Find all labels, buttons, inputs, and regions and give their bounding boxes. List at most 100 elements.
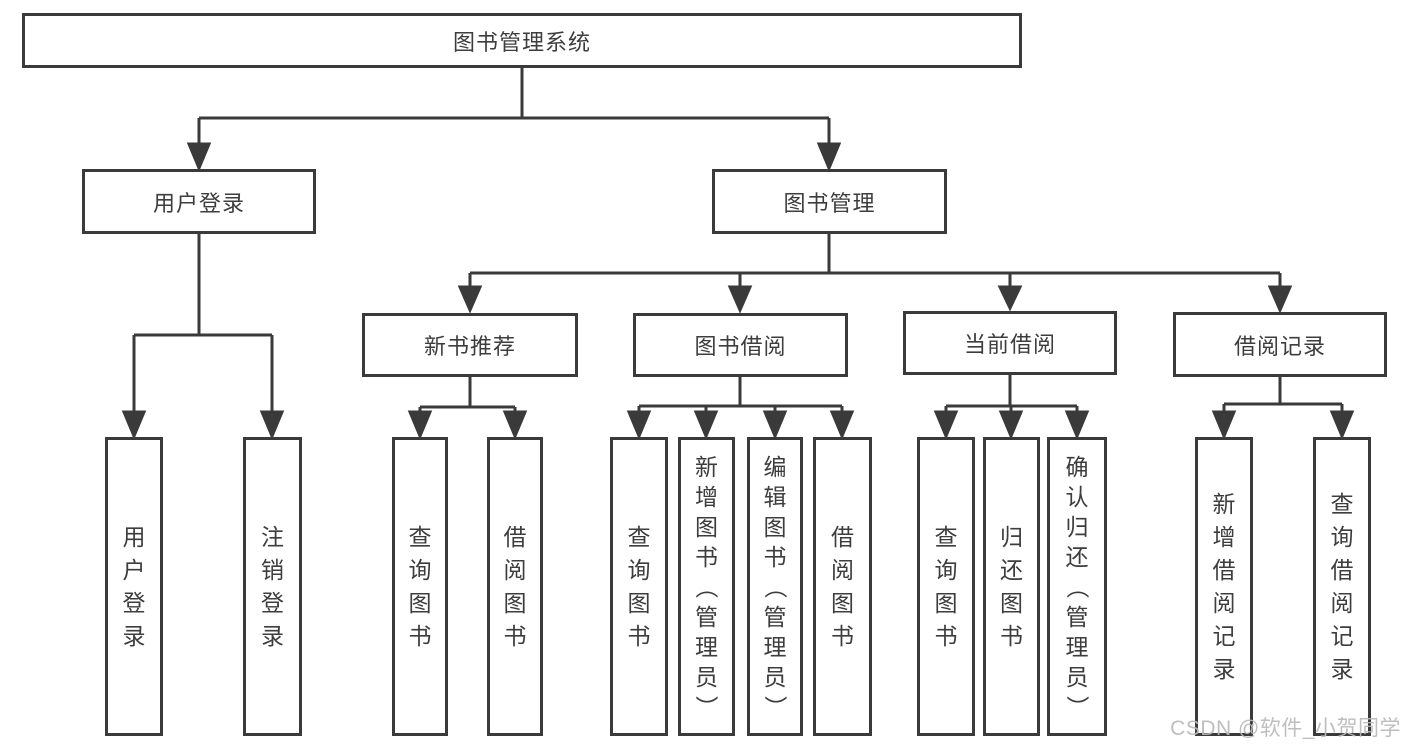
vertical-char: 查 bbox=[408, 523, 432, 550]
csdn-watermark: CSDN @软件_小贺同学 bbox=[1170, 717, 1401, 740]
node-library-system: 图书管理系统 bbox=[22, 13, 1022, 68]
leaf-confirm-return-admin: 确认归还 （ 管理员 ） bbox=[1047, 437, 1107, 736]
vertical-char: 书 bbox=[831, 622, 854, 649]
vertical-char: 借 bbox=[831, 523, 854, 550]
vertical-char: 记 bbox=[1212, 622, 1236, 649]
vertical-char: 书 bbox=[695, 543, 718, 570]
vertical-char: 归 bbox=[1065, 513, 1089, 540]
node-current-borrowing: 当前借阅 bbox=[903, 311, 1117, 375]
vertical-char: 图 bbox=[627, 589, 651, 616]
leaf-add-borrow-record: 新增借阅记录 bbox=[1195, 437, 1253, 736]
vertical-char: 书 bbox=[627, 622, 651, 649]
vertical-char: 员 bbox=[695, 663, 718, 690]
vertical-char: 图 bbox=[408, 589, 432, 616]
vertical-char: 辑 bbox=[763, 483, 787, 510]
node-label: 借阅记录 bbox=[1233, 333, 1326, 359]
vertical-char: 录 bbox=[261, 622, 284, 649]
vertical-char: 询 bbox=[408, 556, 432, 583]
vertical-char: 管 bbox=[763, 603, 787, 630]
leaf-query-books-3: 查询图书 bbox=[917, 437, 975, 736]
vertical-char: 登 bbox=[261, 589, 284, 616]
vertical-char: 还 bbox=[1000, 556, 1023, 583]
vertical-char: 查 bbox=[1330, 490, 1354, 517]
vertical-char: 户 bbox=[122, 556, 146, 583]
vertical-char: （ bbox=[762, 575, 788, 598]
vertical-char: 借 bbox=[503, 523, 527, 550]
vertical-char: 书 bbox=[503, 622, 527, 649]
connector-userlogin-to-leaves bbox=[121, 234, 285, 440]
vertical-char: ） bbox=[1064, 695, 1090, 718]
vertical-char: 注 bbox=[261, 523, 284, 550]
vertical-char: 书 bbox=[934, 622, 958, 649]
vertical-char: 阅 bbox=[1212, 589, 1236, 616]
node-label: 图书管理 bbox=[783, 190, 876, 216]
leaf-query-borrow-record: 查询借阅记录 bbox=[1313, 437, 1371, 736]
vertical-char: （ bbox=[693, 575, 720, 598]
connector-bookborrow-to-leaves bbox=[626, 377, 855, 440]
vertical-char: 还 bbox=[1065, 543, 1089, 570]
leaf-borrow-books-1: 借阅图书 bbox=[487, 437, 543, 736]
connector-borrowrecord-to-leaves bbox=[1211, 377, 1355, 440]
vertical-char: 书 bbox=[408, 622, 432, 649]
leaf-add-books-admin: 新增图书（管理员） bbox=[678, 437, 735, 736]
leaf-query-books-1: 查询图书 bbox=[392, 437, 448, 736]
vertical-char: 增 bbox=[1212, 523, 1236, 550]
vertical-char: 借 bbox=[1330, 556, 1354, 583]
vertical-char: 销 bbox=[261, 556, 284, 583]
vertical-char: 理 bbox=[763, 633, 787, 660]
vertical-char: 新 bbox=[1212, 490, 1236, 517]
node-borrowing-records: 借阅记录 bbox=[1173, 312, 1387, 377]
vertical-char: 询 bbox=[627, 556, 651, 583]
node-label: 图书管理系统 bbox=[452, 29, 591, 55]
vertical-char: 询 bbox=[934, 556, 958, 583]
leaf-return-books: 归还图书 bbox=[983, 437, 1040, 736]
vertical-char: 图 bbox=[763, 513, 787, 540]
connector-newbook-to-leaves bbox=[407, 377, 528, 440]
vertical-char: 图 bbox=[831, 589, 854, 616]
vertical-char: 借 bbox=[1212, 556, 1236, 583]
vertical-char: 录 bbox=[1330, 655, 1354, 682]
leaf-user-login: 用户登录 bbox=[105, 437, 163, 736]
connector-bookmgmt-to-level3 bbox=[457, 234, 1293, 314]
connector-root-to-level2 bbox=[186, 68, 842, 172]
vertical-char: 员 bbox=[1065, 663, 1089, 690]
node-user-login: 用户登录 bbox=[82, 169, 316, 234]
vertical-char: 图 bbox=[503, 589, 527, 616]
node-new-book-recommend: 新书推荐 bbox=[362, 313, 578, 377]
vertical-char: 询 bbox=[1330, 523, 1354, 550]
leaf-query-books-2: 查询图书 bbox=[610, 437, 668, 736]
vertical-char: 阅 bbox=[831, 556, 854, 583]
vertical-char: 书 bbox=[1000, 622, 1023, 649]
node-label: 用户登录 bbox=[152, 190, 245, 216]
vertical-char: 记 bbox=[1330, 622, 1354, 649]
vertical-char: 管 bbox=[1065, 603, 1089, 630]
vertical-char: 阅 bbox=[503, 556, 527, 583]
vertical-char: 录 bbox=[1212, 655, 1236, 682]
leaf-edit-books-admin: 编辑图书（管理员） bbox=[747, 437, 803, 736]
node-label: 新书推荐 bbox=[423, 334, 516, 359]
node-book-borrowing: 图书借阅 bbox=[633, 313, 848, 377]
leaf-logout: 注销登录 bbox=[243, 437, 302, 736]
vertical-char: 图 bbox=[1000, 589, 1023, 616]
vertical-char: 新 bbox=[695, 453, 718, 480]
vertical-char: 理 bbox=[695, 633, 718, 660]
vertical-char: 查 bbox=[934, 523, 958, 550]
vertical-char: （ bbox=[1064, 575, 1090, 598]
vertical-char: 图 bbox=[934, 589, 958, 616]
leaf-borrow-books-2: 借阅图书 bbox=[813, 437, 872, 736]
vertical-char: 阅 bbox=[1330, 589, 1354, 616]
vertical-char: ） bbox=[762, 695, 788, 718]
vertical-char: 图 bbox=[695, 513, 718, 540]
node-label: 图书借阅 bbox=[694, 334, 787, 359]
vertical-char: 编 bbox=[763, 453, 787, 480]
vertical-char: 员 bbox=[763, 663, 787, 690]
vertical-char: 认 bbox=[1065, 483, 1089, 510]
vertical-char: 归 bbox=[1000, 523, 1023, 550]
vertical-char: 确 bbox=[1065, 453, 1089, 480]
vertical-char: 理 bbox=[1065, 633, 1089, 660]
vertical-char: ） bbox=[693, 695, 720, 718]
vertical-char: 登 bbox=[122, 589, 146, 616]
vertical-char: 用 bbox=[122, 523, 146, 550]
